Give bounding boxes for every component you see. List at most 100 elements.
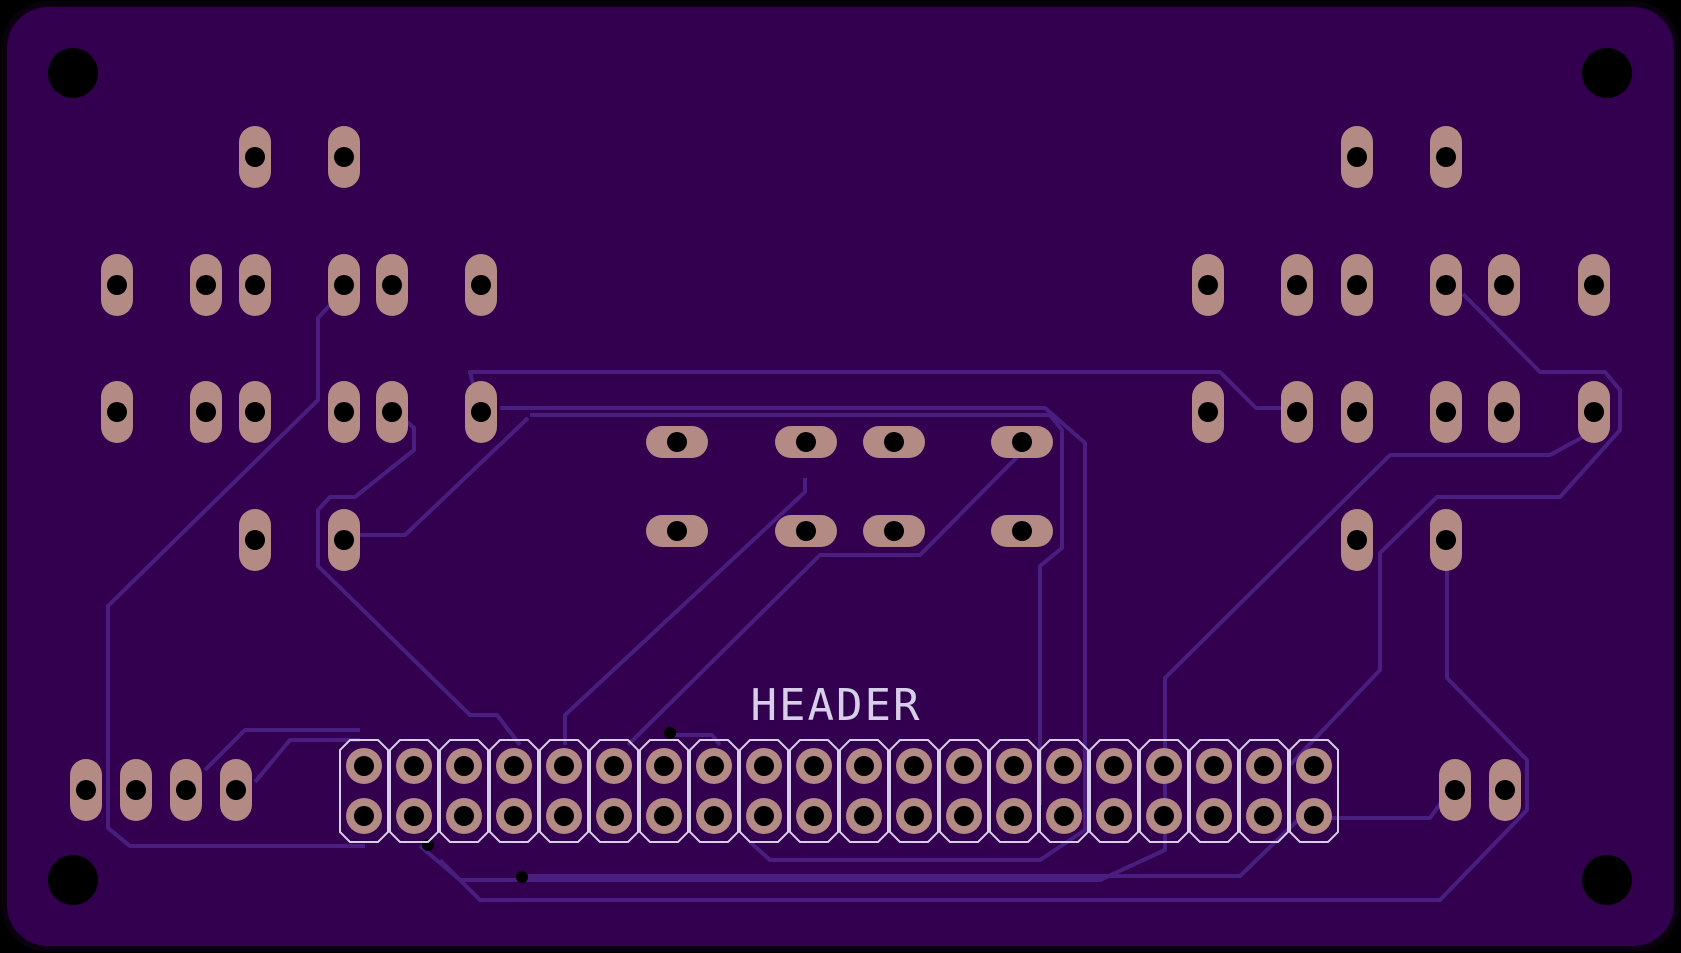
header-pin-pair <box>889 739 939 843</box>
oval-pad <box>101 381 133 443</box>
trace <box>530 413 1064 805</box>
header-pin <box>646 798 682 834</box>
oval-pad <box>991 515 1053 547</box>
header-pin-pair <box>1089 739 1139 843</box>
oval-pad <box>239 254 271 316</box>
header-pin-pair <box>1289 739 1339 843</box>
oval-pad <box>1430 381 1462 443</box>
header-pin <box>546 798 582 834</box>
header-label: HEADER <box>751 680 922 731</box>
header-pin <box>1296 748 1332 784</box>
header-pin <box>396 798 432 834</box>
header-pin-pair <box>839 739 889 843</box>
header-pin <box>446 748 482 784</box>
mounting-hole <box>48 855 98 905</box>
oval-pad <box>1488 381 1520 443</box>
header-pin-pair <box>1189 739 1239 843</box>
header-pin <box>996 798 1032 834</box>
oval-pad <box>465 381 497 443</box>
oval-pad <box>646 426 708 458</box>
oval-pad <box>239 509 271 571</box>
oval-pad <box>170 759 202 821</box>
header-pin-pair <box>439 739 489 843</box>
header-pin <box>346 748 382 784</box>
header-pin-pair <box>639 739 689 843</box>
header-pin <box>596 748 632 784</box>
oval-pad <box>1341 254 1373 316</box>
header-pin-pair <box>789 739 839 843</box>
oval-pad <box>328 126 360 188</box>
oval-pad <box>70 759 102 821</box>
oval-pad <box>1192 381 1224 443</box>
header-pin <box>1246 748 1282 784</box>
header-pin <box>1096 748 1132 784</box>
oval-pad <box>239 381 271 443</box>
oval-pad <box>775 515 837 547</box>
oval-pad <box>465 254 497 316</box>
oval-pad <box>1341 126 1373 188</box>
via <box>664 727 676 739</box>
header-pin <box>596 798 632 834</box>
header-pin <box>446 798 482 834</box>
header-pin <box>746 798 782 834</box>
header-pin <box>846 798 882 834</box>
mounting-hole <box>1582 48 1632 98</box>
trace <box>672 733 722 747</box>
oval-pad <box>328 254 360 316</box>
header-pin <box>1246 798 1282 834</box>
oval-pad <box>328 509 360 571</box>
header-pin <box>1046 798 1082 834</box>
oval-pad <box>1489 759 1521 821</box>
trace <box>316 410 522 747</box>
header-pin-pair <box>739 739 789 843</box>
header-pin <box>646 748 682 784</box>
header-pin <box>496 798 532 834</box>
header-pin-pair <box>389 739 439 843</box>
header-pin <box>1296 798 1332 834</box>
header-pin <box>796 798 832 834</box>
mounting-hole <box>1582 855 1632 905</box>
copper-pads <box>70 126 1610 821</box>
trace <box>438 570 1529 902</box>
header-pin-pair <box>689 739 739 843</box>
header-pin-pair <box>589 739 639 843</box>
oval-pad <box>1578 381 1610 443</box>
header-pin <box>946 798 982 834</box>
oval-pad <box>328 381 360 443</box>
header-pin <box>1196 798 1232 834</box>
oval-pad <box>376 254 408 316</box>
header-pin <box>1146 798 1182 834</box>
oval-pad <box>1430 126 1462 188</box>
trace <box>203 728 360 772</box>
header-pin-pair <box>1039 739 1089 843</box>
oval-pad <box>991 426 1053 458</box>
trace <box>253 738 360 784</box>
header-pin <box>1046 748 1082 784</box>
oval-pad <box>190 381 222 443</box>
via <box>516 871 528 883</box>
header-pin-pair <box>489 739 539 843</box>
header-pin <box>1096 798 1132 834</box>
header-pin <box>696 798 732 834</box>
header-pin <box>1196 748 1232 784</box>
trace <box>340 416 530 537</box>
oval-pad <box>101 254 133 316</box>
header-pin-pair <box>989 739 1039 843</box>
header-pin <box>396 748 432 784</box>
header-pin-pair <box>1139 739 1189 843</box>
oval-pad <box>1488 254 1520 316</box>
oval-pad <box>239 126 271 188</box>
header-pin <box>846 748 882 784</box>
header-pin <box>896 748 932 784</box>
trace <box>106 303 365 848</box>
oval-pad <box>1578 254 1610 316</box>
oval-pad <box>376 381 408 443</box>
oval-pad <box>1192 254 1224 316</box>
header-pin <box>946 748 982 784</box>
oval-pad <box>1430 254 1462 316</box>
mounting-holes <box>48 48 1632 905</box>
header-pin-pair <box>539 739 589 843</box>
header-pin <box>696 748 732 784</box>
